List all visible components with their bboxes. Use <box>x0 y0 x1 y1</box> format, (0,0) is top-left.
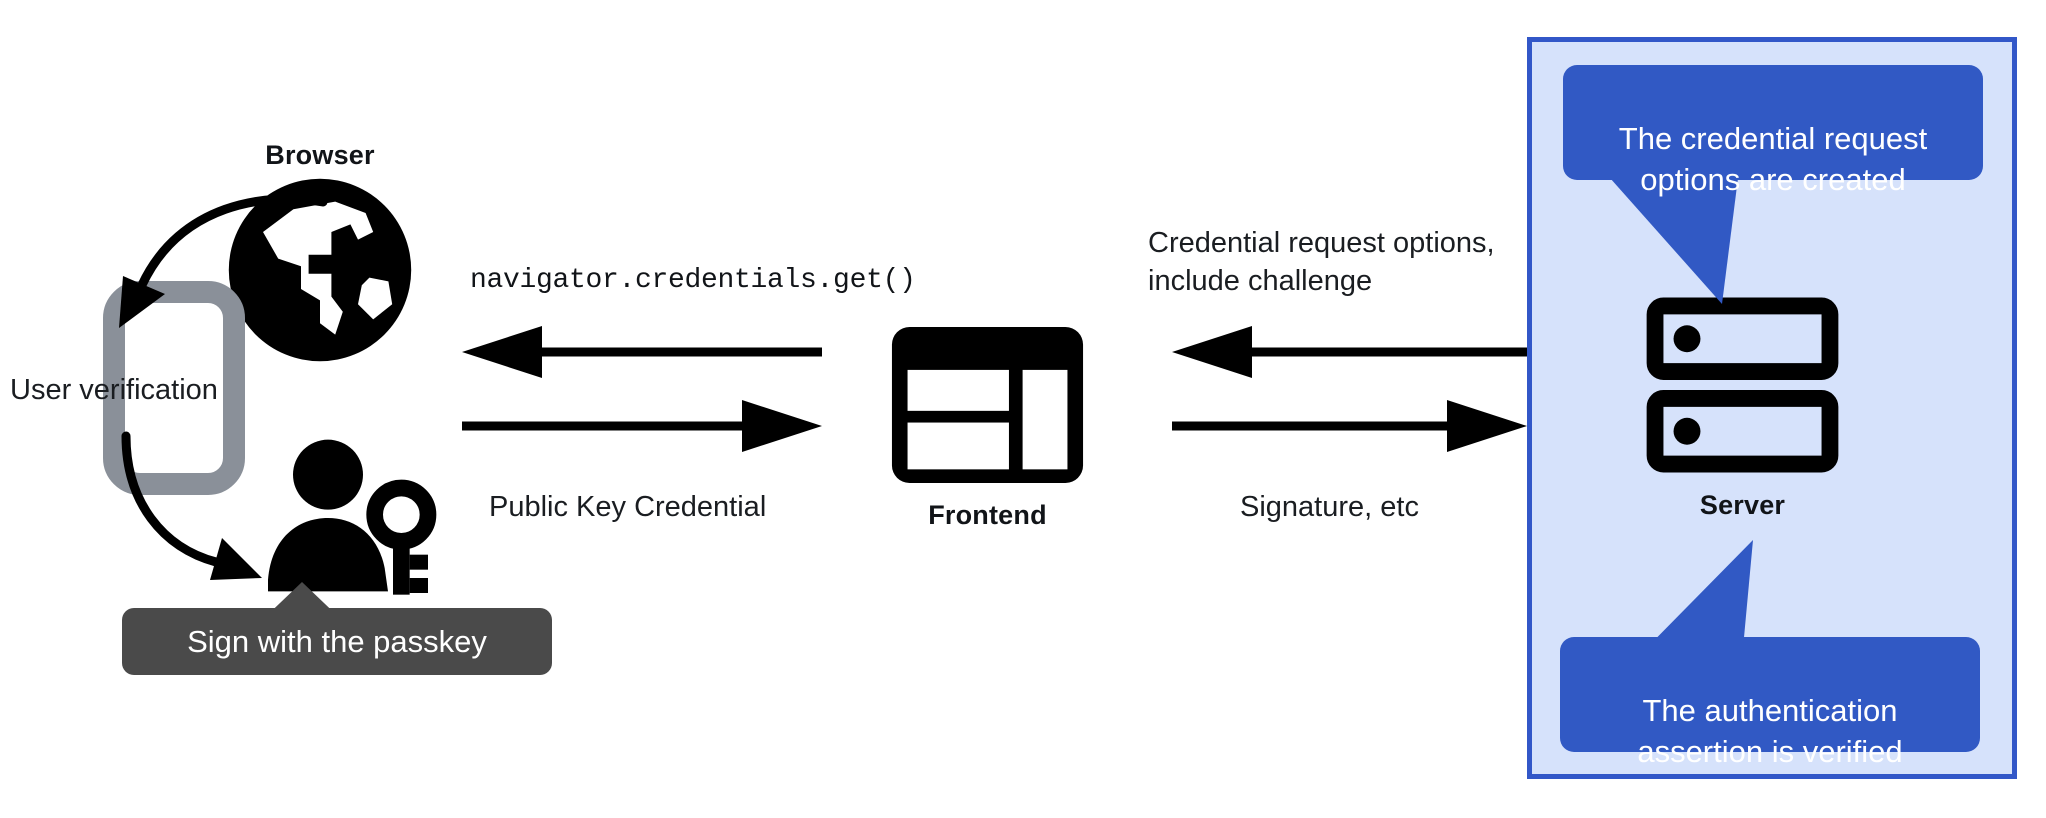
credential-request-options-label: Credential request options, include chal… <box>1148 227 1495 298</box>
bottom-callout-text: The authentication assertion is verified <box>1637 693 1903 769</box>
server-label: Server <box>1699 490 1786 520</box>
phone-to-user-arrow <box>118 430 338 590</box>
mobile-phone-icon <box>103 281 245 495</box>
passkey-tooltip-text: Sign with the passkey <box>187 623 487 659</box>
user-verification-label: User verification <box>10 374 218 406</box>
arrow-right-server <box>1172 400 1527 452</box>
globe-icon <box>225 175 415 365</box>
top-callout-text: The credential request options are creat… <box>1618 121 1928 197</box>
person-with-key-icon <box>258 438 448 603</box>
passkey-tooltip: Sign with the passkey <box>122 608 552 675</box>
browser-label: Browser <box>265 140 375 170</box>
top-callout: The credential request options are creat… <box>1563 65 1983 197</box>
arrow-left-frontend-from-server <box>1172 326 1527 378</box>
arrow-left-browser <box>462 326 822 378</box>
frontend-label: Frontend <box>928 500 1047 530</box>
arrow-right-frontend <box>462 400 822 452</box>
dashboard-layout-icon <box>890 325 1085 485</box>
bottom-callout: The authentication assertion is verified <box>1560 637 1980 769</box>
navigator-credentials-get-label: navigator.credentials.get() <box>470 265 916 296</box>
server-racks-icon <box>1646 297 1839 473</box>
browser-to-phone-arrow <box>95 190 335 390</box>
top-callout-tail-icon <box>1610 178 1840 308</box>
public-key-credential-label: Public Key Credential <box>489 491 767 523</box>
signature-etc-label: Signature, etc <box>1240 491 1419 523</box>
